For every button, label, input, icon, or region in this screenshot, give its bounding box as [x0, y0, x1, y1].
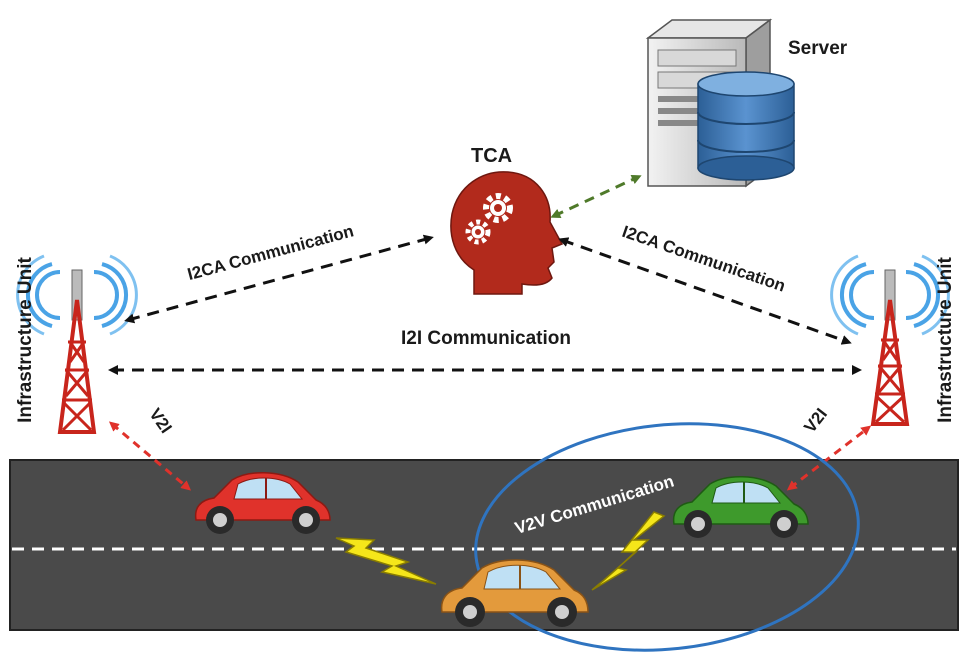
gear-icon: [483, 193, 513, 223]
lightning-bolt-icon: [591, 511, 666, 591]
i2ca-arrow-left: [124, 234, 434, 324]
v2i-label-left: V2I: [145, 405, 175, 437]
i2i-label: I2I Communication: [401, 328, 571, 349]
lightning-bolt-icon: [335, 537, 437, 585]
i2ca-label-right: I2CA Communication: [620, 222, 788, 296]
database-icon: [697, 71, 795, 181]
head-with-gears-icon: [450, 171, 564, 295]
car-icon: [672, 476, 809, 538]
server-label: Server: [788, 38, 848, 59]
infrastructure-unit-label-left: Infrastructure Unit: [15, 256, 36, 422]
antenna-tower-icon: [830, 254, 950, 426]
tca-label: TCA: [471, 145, 512, 167]
gear-icon: [465, 219, 491, 245]
car-icon: [194, 472, 331, 534]
infrastructure-unit-label-right: Infrastructure Unit: [935, 256, 956, 422]
v2i-arrow-left: [108, 421, 192, 491]
v2i-label-right: V2I: [800, 405, 831, 437]
v2i-arrow-right: [786, 425, 872, 491]
i2ca-label-left: I2CA Communication: [185, 221, 355, 284]
server-tca-arrow: [550, 174, 642, 219]
car-icon: [440, 559, 589, 627]
i2ca-arrow-right: [558, 237, 852, 345]
v2v-zone-ellipse: [474, 422, 860, 652]
